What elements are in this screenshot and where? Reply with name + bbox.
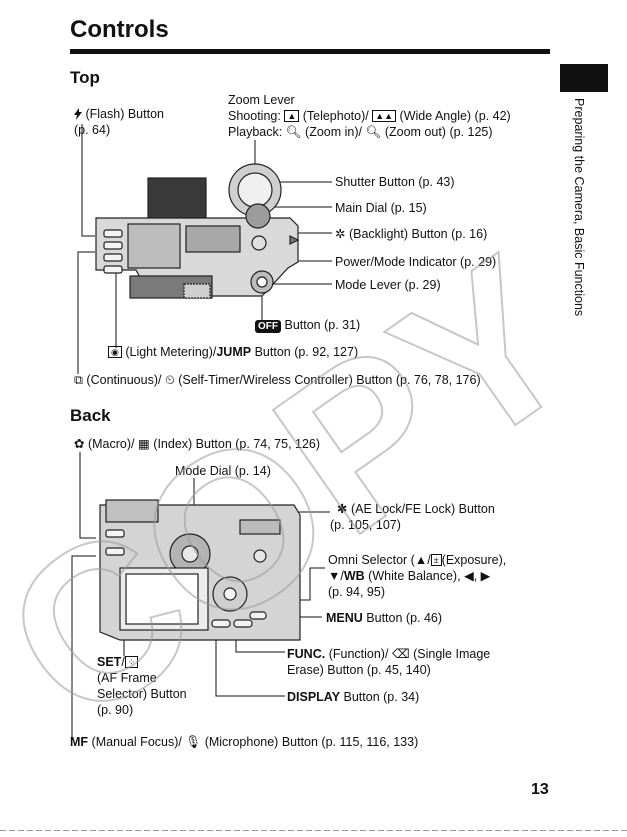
- flash-btn: [103, 229, 123, 238]
- lcd-screen: [125, 573, 199, 625]
- flash-label: (Flash) Button: [74, 106, 164, 122]
- leader-display: [215, 630, 285, 697]
- top-lcd: [185, 225, 241, 253]
- backlight-icon: ✲: [335, 227, 346, 241]
- macro-label: ✿ (Macro)/ ▦ (Index) Button (p. 74, 75, …: [74, 437, 321, 451]
- flash-icon: [74, 108, 82, 120]
- up-arrow-icon: ▲: [414, 553, 428, 567]
- side-tab: [560, 64, 608, 92]
- omni-center: [223, 587, 237, 601]
- shutter-button: [237, 172, 273, 208]
- omni-line-2: ▼/WB (White Balance), ◀, ▶: [328, 569, 491, 583]
- back-heading: Back: [70, 406, 111, 425]
- set-line-1: SET/⁘: [97, 654, 139, 670]
- erase-icon: ⌫: [391, 647, 410, 661]
- off-badge: OFF: [255, 320, 281, 333]
- title-rule: [70, 49, 550, 54]
- backlight-label: ✲ (Backlight) Button (p. 16): [335, 227, 488, 241]
- light-btn: [103, 253, 123, 262]
- off-button-label: OFF Button (p. 31): [255, 317, 360, 333]
- display-btn: [233, 619, 253, 628]
- zoom-title: Zoom Lever: [228, 93, 295, 107]
- zoom-in-icon: 🔍︎: [285, 125, 302, 139]
- light-metering-label: ◉ (Light Metering)/JUMP Button (p. 92, 1…: [108, 344, 358, 360]
- menu-btn: [249, 611, 267, 620]
- mode-lever-label: Mode Lever (p. 29): [335, 278, 441, 292]
- top-heading: Top: [70, 68, 100, 87]
- af-frame-icon: ⁘: [124, 656, 139, 668]
- page-number: 13: [531, 781, 549, 798]
- light-metering-icon: ◉: [108, 346, 122, 358]
- self-timer-icon: ⏲: [164, 373, 175, 387]
- continuous-label: ⧉ (Continuous)/ ⏲ (Self-Timer/Wireless C…: [74, 373, 481, 387]
- func-btn: [211, 619, 231, 628]
- grip-texture: [183, 283, 211, 299]
- leader-flash: [81, 124, 95, 237]
- microphone-icon: 🎙︎: [185, 735, 202, 749]
- zoom-out-icon: 🔍︎: [365, 125, 382, 139]
- macro-btn: [105, 529, 125, 538]
- omni-line-3: (p. 94, 95): [328, 585, 385, 599]
- set-line-4: (p. 90): [97, 703, 134, 717]
- set-line-3: Selector) Button: [97, 687, 187, 701]
- left-arrow-icon: ◀: [464, 569, 474, 583]
- main-dial: [245, 203, 271, 229]
- strap-lug: [289, 235, 300, 245]
- main-dial-label: Main Dial (p. 15): [335, 201, 427, 215]
- flash-ref: (p. 64): [74, 123, 111, 137]
- lens-hood: [147, 177, 207, 219]
- telephoto-icon: ▲: [284, 110, 300, 122]
- func-line-2: Erase) Button (p. 45, 140): [287, 663, 431, 677]
- ae-lock-ref: (p. 105, 107): [330, 518, 401, 532]
- func-line-1: FUNC. (Function)/ ⌫ (Single Image: [287, 647, 491, 661]
- ae-lock-btn: [253, 549, 267, 563]
- mode-lever-center: [256, 276, 268, 288]
- set-line-2: (AF Frame: [97, 671, 157, 685]
- exposure-icon: ±: [430, 554, 442, 566]
- shutter-label: Shutter Button (p. 43): [335, 175, 455, 189]
- macro-icon: ✿: [74, 437, 85, 451]
- zoom-playback: Playback: 🔍︎ (Zoom in)/ 🔍︎ (Zoom out) (p…: [228, 125, 493, 139]
- mf-label: MF (Manual Focus)/ 🎙︎ (Microphone) Butto…: [70, 735, 419, 749]
- omni-line-1: Omni Selector (▲/±(Exposure),: [328, 553, 507, 567]
- mode-dial-center: [181, 545, 199, 563]
- top-dial-back: [239, 519, 281, 535]
- page-title: Controls: [70, 16, 169, 43]
- right-arrow-icon: ▶: [480, 569, 491, 583]
- display-label: DISPLAY Button (p. 34): [287, 690, 420, 704]
- bottom-rule: [0, 830, 627, 831]
- backlight-btn: [251, 235, 267, 251]
- continuous-btn: [103, 241, 123, 250]
- leader-continuous: [77, 251, 95, 374]
- power-indicator-label: Power/Mode Indicator (p. 29): [335, 255, 497, 269]
- menu-label: MENU Button (p. 46): [326, 611, 443, 625]
- wide-angle-icon: ▲▲: [372, 110, 397, 122]
- ae-lock-icon: ✱: [337, 502, 348, 516]
- mode-dial-label: Mode Dial (p. 14): [175, 464, 271, 478]
- jump-btn: [103, 265, 123, 274]
- leader-mf: [71, 555, 96, 740]
- leader-macro: [79, 452, 96, 539]
- index-icon: ▦: [137, 437, 150, 451]
- viewfinder: [105, 499, 159, 523]
- zoom-shooting: Shooting: ▲ (Telephoto)/ ▲▲ (Wide Angle)…: [228, 109, 511, 123]
- continuous-icon: ⧉: [74, 373, 83, 387]
- mf-btn: [105, 547, 125, 556]
- down-arrow-icon: ▼: [328, 569, 341, 583]
- hot-shoe: [127, 223, 181, 269]
- ae-lock-label: ✱ (AE Lock/FE Lock) Button: [337, 502, 495, 516]
